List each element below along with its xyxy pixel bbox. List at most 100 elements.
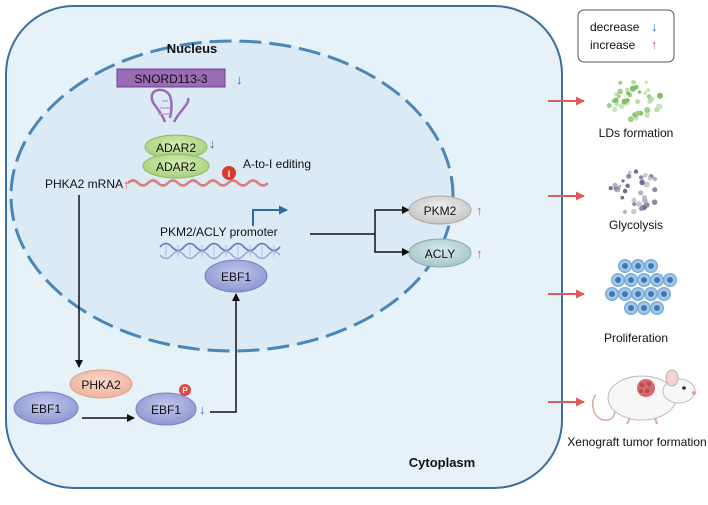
legend-increase-label: increase	[590, 38, 636, 52]
dot	[618, 184, 622, 188]
branch-to-pkm2	[374, 206, 410, 234]
dot	[655, 108, 660, 113]
dot	[644, 112, 650, 119]
ebf1-nucleus	[204, 259, 268, 293]
phka2-node	[69, 369, 133, 399]
mouse-tumor-icon	[591, 369, 696, 425]
dot	[625, 183, 630, 188]
snord-box	[116, 68, 226, 88]
cell-nucleus	[628, 305, 634, 311]
dot	[635, 110, 641, 117]
outcome-label-xenograft: Xenograft tumor formation	[567, 435, 706, 449]
dot	[613, 186, 618, 191]
dot	[627, 116, 634, 123]
ebf1-left-node	[13, 391, 79, 425]
transcription-start-arrow	[252, 205, 288, 226]
dot	[652, 187, 658, 193]
cell-nucleus	[615, 277, 621, 283]
dot	[639, 206, 644, 211]
dot	[620, 195, 625, 200]
legend-decrease-arrow: ↓	[651, 19, 658, 34]
dot	[614, 92, 619, 97]
ebf1-phospho-label: EBF1	[151, 403, 181, 417]
acly-increase-arrow: ↑	[476, 246, 483, 261]
ebf1-nuclear-entry-arrow	[210, 293, 240, 413]
phka2-mrna-strand	[127, 179, 269, 187]
ebf1-decrease-arrow: ↓	[199, 402, 206, 417]
dna-helix-icon	[159, 242, 281, 260]
dot	[627, 170, 632, 175]
dot	[612, 106, 618, 113]
dot	[622, 209, 628, 214]
dot	[618, 80, 623, 85]
dot	[617, 88, 623, 95]
dot	[614, 102, 619, 107]
dot	[652, 176, 658, 182]
dot	[648, 98, 653, 104]
dot	[626, 91, 631, 96]
branch-to-acly	[374, 234, 410, 256]
cell-nucleus	[628, 277, 634, 283]
dot	[636, 201, 642, 208]
dot	[637, 90, 642, 94]
dot	[616, 188, 620, 193]
dot	[642, 195, 647, 200]
dot	[629, 85, 637, 92]
phka2-mrna-increase-arrow: ↑	[123, 177, 130, 192]
nucleus-label: Nucleus	[167, 41, 218, 56]
cell-cluster-icon	[605, 259, 677, 315]
cell-nucleus	[641, 305, 647, 311]
dot	[633, 169, 639, 174]
pkm2-increase-arrow: ↑	[476, 203, 483, 218]
adar2-bottom-label: ADAR2	[156, 160, 196, 174]
dot	[657, 92, 663, 99]
outcome-label-proliferation: Proliferation	[604, 331, 668, 345]
acly-label: ACLY	[425, 247, 455, 261]
pkm2-node	[408, 195, 472, 225]
dot	[626, 173, 632, 179]
inosine-marker	[222, 166, 236, 180]
dot	[634, 117, 638, 121]
glycolysis-dots-icon	[608, 169, 658, 215]
cell-nucleus	[654, 277, 660, 283]
dot	[656, 103, 663, 110]
dot	[646, 88, 651, 92]
phospho-label: P	[182, 386, 188, 395]
inosine-label: I	[228, 169, 231, 179]
dot	[621, 179, 625, 183]
outcome-label-glycolysis: Glycolysis	[609, 218, 663, 232]
cell-nucleus	[648, 263, 654, 269]
snord-hairpin-icon	[150, 88, 190, 123]
dot	[625, 87, 629, 92]
dot	[643, 172, 648, 177]
dot	[624, 98, 630, 103]
cytoplasm-label: Cytoplasm	[409, 455, 475, 470]
dot	[617, 94, 621, 99]
ebf1-nucleus-label: EBF1	[221, 270, 251, 284]
outcome-label-lds: LDs formation	[599, 126, 674, 140]
dot	[651, 199, 658, 205]
cell-nucleus	[635, 291, 641, 297]
cell-nucleus	[661, 291, 667, 297]
cell-nucleus	[609, 291, 615, 297]
snord-label: SNORD113-3	[134, 72, 207, 86]
dot	[638, 190, 644, 196]
dot	[618, 103, 625, 110]
ebf1-phospho-node	[135, 392, 197, 426]
a-to-i-label: A-to-I editing	[243, 157, 311, 171]
pkm2-label: PKM2	[424, 204, 457, 218]
dot	[643, 181, 650, 188]
dot	[643, 91, 647, 95]
cell-nucleus	[667, 277, 673, 283]
dot	[639, 179, 645, 186]
dot	[644, 80, 649, 85]
cell-nucleus	[654, 305, 660, 311]
phka2-label: PHKA2	[81, 378, 121, 392]
dot	[606, 103, 612, 109]
dot	[647, 176, 652, 181]
dot	[608, 186, 613, 191]
acly-node	[408, 238, 472, 268]
legend-decrease-label: decrease	[590, 20, 640, 34]
